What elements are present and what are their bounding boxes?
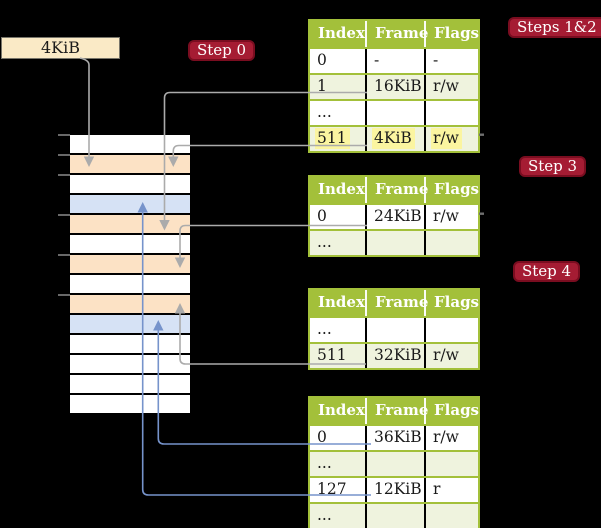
table-cell: 0 — [310, 205, 367, 229]
physical-memory-column — [70, 135, 190, 415]
table-cell: 24KiB — [367, 205, 426, 229]
table-cell: 511 — [310, 127, 367, 151]
highlighted-value: 4KiB — [372, 128, 415, 149]
step-3-badge: Step 3 — [519, 156, 587, 177]
table-cell — [426, 101, 478, 125]
table-cell: r/w — [433, 77, 459, 95]
column-header: Frame — [367, 290, 428, 316]
memory-row-1-white — [70, 135, 190, 153]
table-cell — [367, 101, 426, 125]
table-cell: ... — [310, 452, 367, 476]
memory-row-2-peach — [70, 155, 190, 173]
table-cell: 0 — [310, 426, 367, 450]
table-cell: 1 — [310, 75, 367, 99]
table-cell: - — [433, 51, 439, 69]
table-row: 511 4KiB r/w — [310, 125, 478, 151]
table-row: ... — [310, 450, 478, 476]
table-row: ... — [310, 99, 478, 125]
table-cell: ... — [310, 318, 367, 342]
table-row: ... — [310, 502, 478, 528]
table-cell: ... — [310, 504, 367, 528]
table-cell — [426, 318, 478, 342]
step-0-badge: Step 0 — [188, 40, 256, 61]
frame-size-box: 4KiB — [1, 37, 120, 59]
table-cell: r/w — [433, 428, 459, 446]
table-cell — [426, 452, 478, 476]
table-cell: 36KiB — [367, 426, 426, 450]
column-header: Index — [310, 21, 367, 47]
memory-row-10-blue — [70, 315, 190, 333]
table-cell: r/w — [433, 207, 459, 225]
column-header: Flags — [434, 24, 479, 42]
column-header: Frame — [367, 21, 428, 47]
table-row: ... — [310, 229, 478, 255]
table-row: ... — [310, 316, 478, 342]
column-header: Index — [310, 290, 367, 316]
table-cell: ... — [310, 101, 367, 125]
column-header: Index — [310, 177, 367, 203]
table-cell: 0 — [310, 49, 367, 73]
table-cell — [426, 231, 478, 255]
column-header: Flags — [434, 293, 479, 311]
table-cell — [367, 504, 426, 528]
memory-row-13-white — [70, 375, 190, 393]
table-cell — [426, 504, 478, 528]
table-cell — [367, 318, 426, 342]
table-cell — [367, 231, 426, 255]
memory-row-5-peach — [70, 215, 190, 233]
table-row: 0-- — [310, 47, 478, 73]
memory-row-4-blue — [70, 195, 190, 213]
column-header: Flags — [434, 180, 479, 198]
table-cell: r/w — [426, 127, 478, 151]
highlighted-value: 511 — [315, 128, 350, 149]
table-cell: 32KiB — [367, 344, 426, 368]
memory-row-6-white — [70, 235, 190, 253]
memory-row-8-white — [70, 275, 190, 293]
memory-row-14-white — [70, 395, 190, 413]
step-4-badge: Step 4 — [513, 261, 581, 282]
memory-row-7-peach — [70, 255, 190, 273]
table-cell: ... — [310, 231, 367, 255]
memory-row-12-white — [70, 355, 190, 373]
highlighted-value: r/w — [431, 128, 462, 149]
memory-tick-marks — [58, 134, 70, 296]
column-header: Frame — [367, 177, 428, 203]
table-cell: 4KiB — [367, 127, 426, 151]
table-cell — [367, 452, 426, 476]
table-cell: r — [433, 480, 441, 498]
table-cell: 511 — [310, 344, 367, 368]
table-cell: 16KiB — [367, 75, 426, 99]
column-header: Index — [310, 398, 367, 424]
memory-row-9-peach — [70, 295, 190, 313]
table-cell: 127 — [310, 478, 367, 502]
column-header: Frame — [367, 398, 428, 424]
table-cell: 12KiB — [367, 478, 426, 502]
table-cell: - — [367, 49, 426, 73]
memory-row-11-white — [70, 335, 190, 353]
memory-row-3-white — [70, 175, 190, 193]
steps-1-2-badge: Steps 1&2 — [508, 17, 601, 38]
column-header: Flags — [434, 401, 479, 419]
table-cell: r/w — [433, 346, 459, 364]
